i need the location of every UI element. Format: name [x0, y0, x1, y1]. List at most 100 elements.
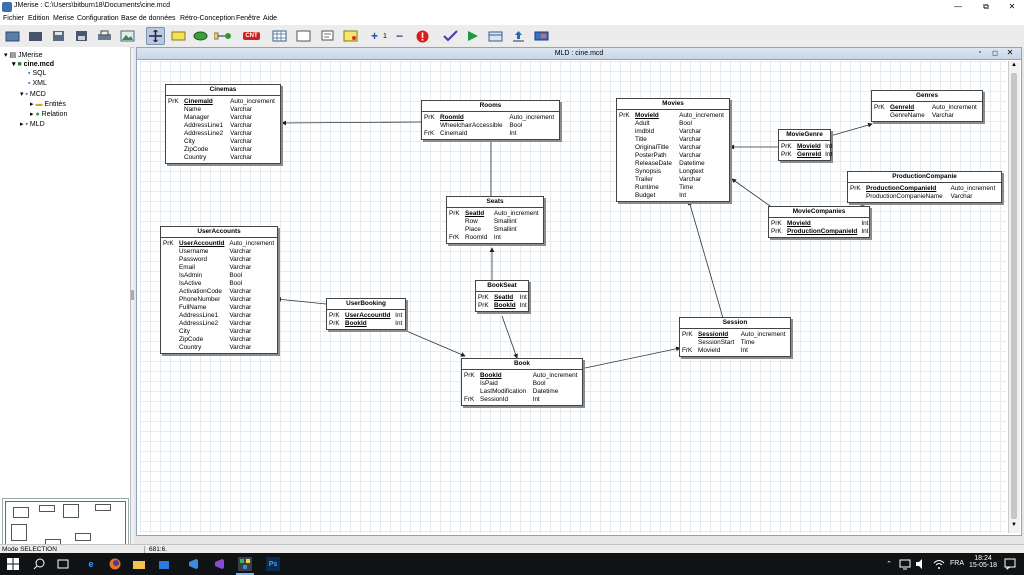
- fk-arrow-moviecompanies-movies: [731, 178, 771, 207]
- tree-file[interactable]: ▾ ■ cine.mcd: [12, 61, 55, 68]
- entity-tool-icon[interactable]: [170, 28, 187, 44]
- export-image-icon[interactable]: [119, 28, 136, 44]
- menu-fichier[interactable]: Fichier: [3, 15, 25, 22]
- overview-table: [39, 505, 55, 512]
- blank-page-icon[interactable]: [295, 28, 312, 44]
- select-tool-icon[interactable]: [146, 27, 165, 45]
- save-icon[interactable]: [50, 28, 67, 44]
- print-icon[interactable]: [96, 28, 113, 44]
- menu-merise[interactable]: Merise: [53, 15, 75, 22]
- input-language[interactable]: FRA: [950, 560, 964, 567]
- tray-chevron-icon[interactable]: ⌃: [886, 561, 892, 568]
- validate-check-icon[interactable]: [442, 28, 459, 44]
- zoom-out-icon[interactable]: −: [395, 29, 403, 43]
- upload-icon[interactable]: [510, 28, 527, 44]
- generate-play-icon[interactable]: [464, 28, 481, 44]
- zoom-in-icon[interactable]: +: [370, 29, 378, 43]
- save-as-icon[interactable]: [73, 28, 90, 44]
- menu-edition[interactable]: Edition: [28, 15, 50, 22]
- tree-sql[interactable]: ▪ SQL: [28, 70, 47, 77]
- vertical-scrollbar[interactable]: ▲ ▼: [1008, 61, 1020, 533]
- menu-fenetre[interactable]: Fenêtre: [236, 15, 261, 22]
- overview-table: [75, 533, 91, 541]
- doc-minimize-icon[interactable]: ▫: [978, 49, 982, 56]
- scroll-up-icon[interactable]: ▲: [1011, 62, 1017, 68]
- menu-configuration[interactable]: Configuration: [77, 15, 119, 22]
- store-icon[interactable]: [157, 557, 171, 571]
- edge-browser-icon[interactable]: e: [88, 559, 94, 569]
- database-icon[interactable]: [533, 28, 550, 44]
- doc-maximize-icon[interactable]: ◻: [992, 50, 998, 57]
- field-name: City: [184, 138, 196, 145]
- table-name: MovieGenre: [779, 130, 830, 141]
- visual-studio-icon[interactable]: [186, 557, 200, 571]
- error-icon[interactable]: [414, 28, 431, 44]
- tree-mcd[interactable]: ▾ ▪ MCD: [20, 91, 46, 98]
- field-type: Bool: [509, 122, 523, 129]
- search-icon[interactable]: [32, 557, 46, 571]
- menu-base-de-donnees[interactable]: Base de données: [121, 15, 176, 22]
- jmerise-task-icon[interactable]: [238, 557, 252, 571]
- minimize-button[interactable]: —: [954, 2, 962, 11]
- network-icon[interactable]: [898, 557, 912, 571]
- cnt-constraint-button[interactable]: CNT: [243, 32, 260, 40]
- new-file-icon[interactable]: [4, 28, 21, 44]
- sql-export-icon[interactable]: [487, 28, 504, 44]
- overview-table: [63, 504, 79, 518]
- link-tool-icon[interactable]: [214, 28, 231, 44]
- field-type: Auto_increment: [229, 240, 275, 247]
- doc-close-icon[interactable]: ✕: [1006, 48, 1014, 57]
- field-key: [449, 218, 461, 226]
- wifi-icon[interactable]: [932, 557, 946, 571]
- close-button[interactable]: ✕: [1008, 2, 1016, 11]
- windows-start-icon[interactable]: [6, 557, 20, 571]
- notifications-icon[interactable]: [1003, 557, 1017, 571]
- firefox-icon[interactable]: [108, 557, 122, 571]
- menu-aide[interactable]: Aide: [263, 15, 278, 22]
- field-name: Country: [184, 154, 207, 161]
- file-explorer-icon[interactable]: [132, 557, 146, 571]
- open-file-icon[interactable]: [27, 28, 44, 44]
- menu-retro-conception[interactable]: Rétro-Conception: [180, 15, 235, 22]
- field-name: ReleaseDate: [635, 160, 672, 167]
- note-icon[interactable]: [342, 28, 359, 44]
- maximize-button[interactable]: ⧉: [983, 2, 989, 11]
- visual-studio-2-icon[interactable]: [212, 557, 226, 571]
- field-key: PrK: [771, 220, 782, 227]
- field-type: Int: [519, 294, 527, 301]
- splitter-handle[interactable]: [131, 290, 134, 300]
- scroll-down-icon[interactable]: ▼: [1011, 522, 1017, 528]
- clock[interactable]: 18:24 15-05-18: [967, 555, 999, 569]
- tree-xml[interactable]: ▪ XML: [28, 80, 47, 87]
- task-view-icon[interactable]: [56, 557, 70, 571]
- scroll-thumb[interactable]: [1011, 73, 1017, 519]
- tree-root[interactable]: ▾ ▤ JMerise: [4, 52, 43, 59]
- relation-tool-icon[interactable]: [192, 28, 209, 44]
- field-type: Auto_increment: [532, 372, 578, 379]
- tree-mld[interactable]: ▸ ▪ MLD: [20, 121, 45, 128]
- photoshop-icon[interactable]: Ps: [266, 557, 280, 571]
- comment-icon[interactable]: [319, 28, 336, 44]
- tree-relation[interactable]: ▸ ● Relation: [30, 111, 68, 118]
- volume-icon[interactable]: [914, 557, 928, 571]
- grid-icon[interactable]: [271, 28, 288, 44]
- tree-entities[interactable]: ▸ ▬ Entités: [30, 101, 66, 108]
- project-tree-panel: ▾ ▤ JMerise ▾ ■ cine.mcd ▪ SQL ▪ XML ▾ ▪…: [0, 47, 131, 570]
- field-key: [619, 184, 631, 192]
